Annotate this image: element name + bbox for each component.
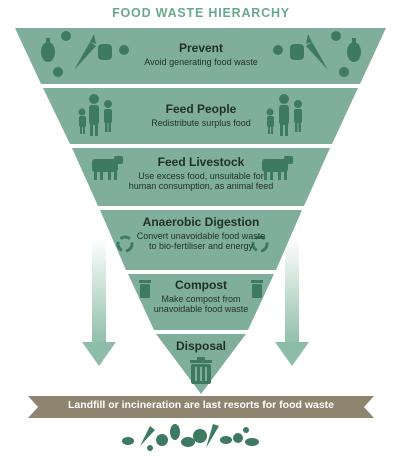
- diagram-title: FOOD WASTE HIERARCHY: [112, 6, 290, 20]
- meat-icon: [98, 44, 112, 60]
- eggplant-icon: [347, 38, 361, 62]
- left-down-arrow: [82, 238, 116, 366]
- last-resort-banner: [28, 396, 374, 418]
- level-heading: Compost: [175, 278, 227, 292]
- level-feed-people: Feed People Redistribute surplus food: [116, 102, 286, 128]
- level-compost: Compost Make compost from unavoidable fo…: [151, 278, 251, 315]
- level-heading: Anaerobic Digestion: [142, 215, 260, 229]
- right-down-arrow: [275, 238, 309, 366]
- compost-bin-icon: [251, 280, 263, 298]
- level-description: Convert unavoidable food waste to bio-fe…: [136, 230, 266, 252]
- band-anaerobic-digestion: [100, 210, 302, 270]
- level-description: Use excess food, unsuitable for human co…: [128, 170, 274, 192]
- band-compost: [128, 274, 274, 330]
- family-icon: [266, 94, 302, 136]
- level-description: Redistribute surplus food: [151, 117, 251, 128]
- level-feed-livestock: Feed Livestock Use excess food, unsuitab…: [126, 155, 276, 192]
- level-anaerobic-digestion: Anaerobic Digestion Convert unavoidable …: [136, 215, 266, 252]
- banner-text: Landfill or incineration are last resort…: [67, 399, 335, 411]
- tomato-icon: [119, 45, 129, 55]
- recycle-icon: [116, 235, 134, 253]
- level-description: Avoid generating food waste: [144, 56, 258, 67]
- food-pile-icon: [122, 424, 259, 451]
- band-prevent: [15, 28, 386, 84]
- meat-icon: [290, 44, 304, 60]
- level-heading: Disposal: [175, 339, 226, 353]
- trash-bin-icon: [190, 357, 212, 384]
- carrot-icon: [306, 34, 328, 70]
- band-feed-people: [43, 88, 358, 144]
- recycle-icon: [251, 235, 269, 253]
- compost-bin-icon: [139, 280, 151, 298]
- cow-icon: [262, 156, 293, 180]
- level-heading: Feed People: [165, 102, 237, 116]
- level-heading: Prevent: [178, 41, 224, 55]
- carrot-icon: [74, 34, 96, 70]
- level-prevent: Prevent Avoid generating food waste: [96, 41, 306, 67]
- level-description: Make compost from unavoidable food waste: [153, 293, 249, 315]
- fruit-icon: [53, 31, 71, 77]
- level-heading: Feed Livestock: [157, 155, 245, 169]
- family-icon: [78, 94, 112, 136]
- cow-icon: [92, 156, 123, 180]
- fruit-icon: [331, 31, 349, 77]
- eggplant-icon: [41, 38, 55, 62]
- tomato-icon: [273, 45, 283, 55]
- level-disposal: Disposal: [161, 339, 241, 355]
